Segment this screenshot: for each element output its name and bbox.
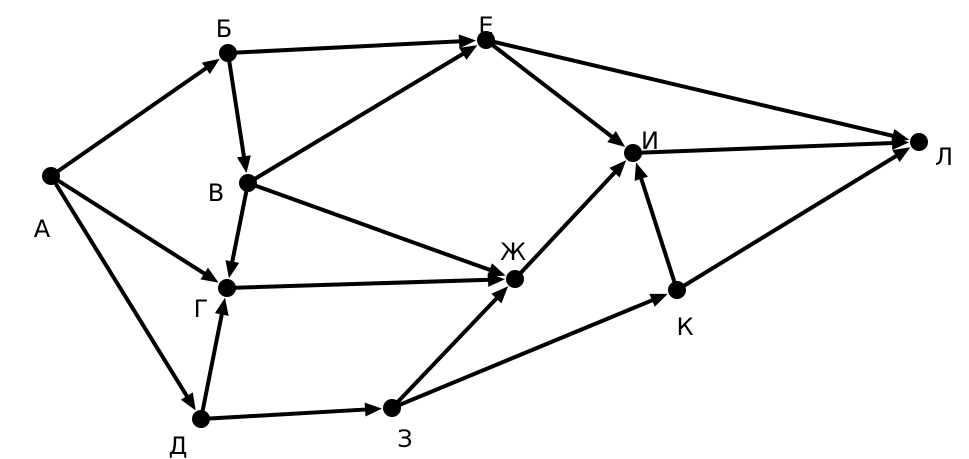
node-A xyxy=(42,167,60,185)
edge-V-Zh xyxy=(246,181,506,277)
node-D xyxy=(192,410,210,428)
edge-arrowhead xyxy=(607,130,626,147)
edge-line xyxy=(226,39,464,55)
edge-arrowhead xyxy=(459,45,478,60)
node-Z xyxy=(383,399,401,417)
edge-arrowhead xyxy=(364,402,383,417)
node-Zh xyxy=(506,270,524,288)
edge-V-G xyxy=(225,181,250,279)
node-label-D: Д xyxy=(169,432,188,459)
edge-arrowhead xyxy=(891,136,910,151)
edge-line xyxy=(49,174,190,400)
node-label-K: К xyxy=(676,313,693,341)
edge-line xyxy=(199,407,370,421)
edge-arrowhead xyxy=(458,34,477,49)
edge-A-D xyxy=(49,174,196,411)
edge-K-L xyxy=(675,147,911,292)
edge-arrowhead xyxy=(200,267,219,283)
edge-arrowhead xyxy=(491,286,509,304)
edge-Z-Zh xyxy=(390,286,509,410)
graph-nodes xyxy=(42,31,928,428)
node-L xyxy=(910,133,928,151)
edge-arrowhead xyxy=(609,160,627,178)
edge-line xyxy=(246,181,494,273)
node-label-I: И xyxy=(641,127,659,155)
edge-line xyxy=(199,310,225,421)
edge-A-B xyxy=(49,58,220,178)
edge-line xyxy=(225,277,493,290)
node-I xyxy=(624,144,642,162)
edge-arrowhead xyxy=(634,162,648,181)
edge-D-Z xyxy=(199,402,383,421)
edge-V-E xyxy=(246,45,478,185)
edge-line xyxy=(246,50,467,185)
edge-arrowhead xyxy=(236,155,251,174)
node-label-A: А xyxy=(34,215,51,243)
edge-line xyxy=(390,295,500,410)
node-E xyxy=(477,31,495,49)
graph-labels: А Б В Г Д Е Ж З И К Л xyxy=(34,12,953,459)
edge-arrowhead xyxy=(649,293,668,307)
edge-arrowhead xyxy=(180,392,196,411)
node-G xyxy=(218,279,236,297)
edge-line xyxy=(484,38,897,139)
node-B xyxy=(219,44,237,62)
edge-arrowhead xyxy=(487,272,506,287)
edge-G-Zh xyxy=(225,272,506,290)
edge-B-E xyxy=(226,34,477,55)
edge-arrowhead xyxy=(892,147,911,163)
node-label-G: Г xyxy=(194,295,209,323)
graph-edges xyxy=(49,34,911,421)
edge-arrowhead xyxy=(201,58,220,75)
edge-I-L xyxy=(631,136,910,155)
edge-B-V xyxy=(226,51,251,174)
edge-line xyxy=(226,51,247,161)
edge-arrowhead xyxy=(214,297,229,316)
edge-line xyxy=(484,38,616,140)
edge-Zh-I xyxy=(513,160,627,281)
node-label-E: Е xyxy=(478,12,493,40)
edge-A-G xyxy=(49,174,219,283)
edge-arrowhead xyxy=(225,260,240,279)
edge-line xyxy=(638,174,679,292)
edge-line xyxy=(675,153,900,292)
node-label-Z: З xyxy=(397,425,412,453)
edge-line xyxy=(631,140,897,155)
node-label-V: В xyxy=(208,179,224,207)
node-label-B: Б xyxy=(216,15,232,43)
node-K xyxy=(668,281,686,299)
edge-K-I xyxy=(634,162,679,292)
node-label-L: Л xyxy=(935,143,953,171)
edge-line xyxy=(229,181,250,266)
edge-arrowhead xyxy=(487,263,506,277)
node-V xyxy=(239,174,257,192)
edge-line xyxy=(49,174,208,277)
edge-E-I xyxy=(484,38,626,147)
edge-line xyxy=(513,169,618,281)
node-label-Zh: Ж xyxy=(500,238,526,266)
edge-line xyxy=(390,297,656,410)
edge-D-G xyxy=(199,297,229,421)
edge-Z-K xyxy=(390,293,668,410)
edge-line xyxy=(49,65,210,178)
